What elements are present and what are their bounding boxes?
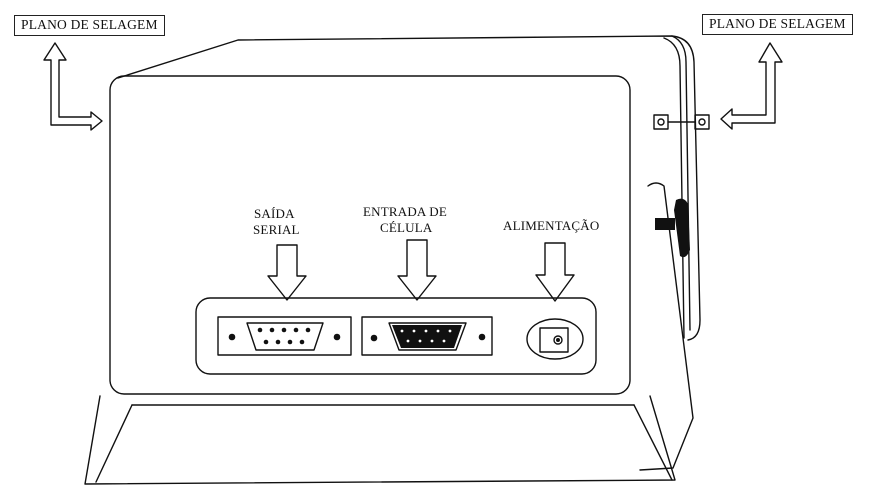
cell-input-label-line1: ENTRADA DE xyxy=(363,204,447,219)
seal-screw-right xyxy=(694,114,710,130)
serial-port-module xyxy=(217,316,352,356)
housing-back-outline xyxy=(117,35,701,341)
cell-down-arrow xyxy=(397,239,437,301)
connector-plate xyxy=(195,297,597,375)
serial-output-label-line2: SERIAL xyxy=(253,222,300,237)
left-sealing-arrow xyxy=(43,42,103,131)
power-jack-outer xyxy=(526,318,584,360)
right-sealing-arrow xyxy=(720,42,783,130)
cell-input-module xyxy=(361,316,493,356)
power-jack-pin xyxy=(553,335,563,345)
cell-input-shell xyxy=(388,322,467,351)
housing-side-edge-1 xyxy=(671,35,691,331)
sealing-plane-right-label: PLANO DE SELAGEM xyxy=(702,14,853,35)
front-panel xyxy=(109,75,631,395)
power-jack-square xyxy=(539,327,569,353)
side-bracket xyxy=(639,182,694,471)
serial-output-label-line1: SAÍDA xyxy=(254,206,295,221)
side-knob-bar xyxy=(655,218,675,230)
housing-side-edge-2 xyxy=(663,37,685,339)
power-jack-center xyxy=(556,338,561,343)
stand-base-right-face xyxy=(633,404,673,481)
power-label: ALIMENTAÇÃO xyxy=(503,218,600,233)
seal-screw-left xyxy=(653,114,669,130)
stand-base-left-face xyxy=(95,404,133,483)
cell-input-label-line2: CÉLULA xyxy=(380,220,433,235)
serial-down-arrow xyxy=(267,244,307,301)
sealing-plane-left-label: PLANO DE SELAGEM xyxy=(14,15,165,36)
power-down-arrow xyxy=(535,242,575,302)
stand-base xyxy=(84,395,676,485)
serial-port-shell xyxy=(246,322,324,351)
side-knob xyxy=(674,198,690,258)
